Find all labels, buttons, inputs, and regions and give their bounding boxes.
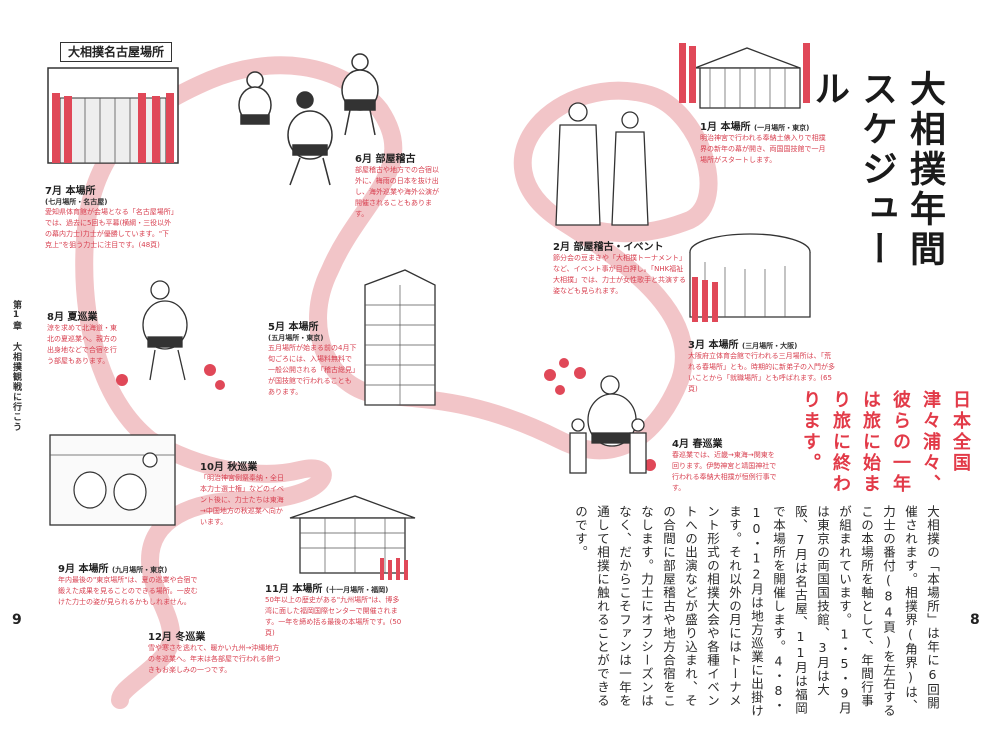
month-aug: 8月 夏巡業 涼を求めて北海道・東北の夏巡業へ。親方の出身地などで合宿を行う部屋…	[47, 312, 117, 365]
month-may: 5月 本場所 (五月場所・東京) 五月場所が始まる前の4月下旬ごろには、入場料無…	[268, 322, 357, 396]
month-dec: 12月 冬巡業 雪や寒さを逃れて、暖かい九州→沖縄地方の冬巡業へ。年末は各部屋で…	[148, 632, 281, 674]
osaka-arena-illustration	[689, 233, 811, 322]
month-apr: 4月 春巡業 春巡業では、近畿→東海→関東を回ります。伊勢神宮と靖国神社で行われ…	[672, 439, 777, 492]
month-oct: 10月 秋巡業 「明治神宮例祭奉納・全日本力士選士権」などのイベント後に、力士た…	[200, 462, 284, 526]
kokugikan-illustration	[679, 43, 810, 109]
month-sep: 9月 本場所 (九月場所・東京) 年内最後の"東京場所"は、夏の巡業や合宿で鍛え…	[58, 564, 198, 606]
month-nov: 11月 本場所 (十一月場所・福岡) 50年以上の歴史がある"九州場所"は、博多…	[265, 584, 402, 637]
month-jul: 7月 本場所 (七月場所・名古屋) 愛知県体育館が会場となる「名古屋場所」では、…	[45, 186, 175, 249]
hall-banner: 大相撲名古屋場所	[60, 42, 172, 62]
kokugikan-tower-illustration	[364, 269, 436, 406]
page-title: 大相撲年間スケジュール	[808, 70, 945, 270]
body-text: 大相撲の「本場所」は年に6回開催されます。相撲界(角界)は、力士の番付(84頁)…	[573, 505, 940, 718]
summer-wrestler-illustration	[116, 280, 225, 390]
month-jan: 1月 本場所 (一月場所・東京) 明治神宮で行われる奉納土俵入りで相撲界の新年の…	[700, 122, 826, 164]
chapter-label: 第1章 大相撲観戦に行こう	[11, 300, 21, 432]
page-number-right: 8	[970, 612, 980, 628]
wrestlers-training-illustration	[238, 53, 379, 186]
page-number-left: 9	[12, 612, 22, 628]
month-mar: 3月 本場所 (三月場所・大阪) 大阪府立体育会館で行われる三月場所は、「荒れる…	[688, 340, 835, 393]
tokyo-ring-illustration	[49, 434, 176, 526]
month-feb: 2月 部屋稽古・イベント 節分会の豆まきや「大相撲トーナメント」など、イベント事…	[553, 242, 686, 295]
month-jun: 6月 部屋稽古 部屋稽古や地方での合宿以外に、梅雨の日本を抜け出し、海外巡業や海…	[355, 154, 439, 218]
fukuoka-center-illustration	[289, 495, 416, 580]
ceremony-people-illustration	[555, 102, 649, 226]
catch-copy: 日本全国津々浦々、彼らの一年は旅に始まり旅に終わります。	[800, 390, 971, 495]
nagoya-hall-illustration	[47, 67, 179, 164]
spring-tour-illustration	[544, 358, 656, 474]
